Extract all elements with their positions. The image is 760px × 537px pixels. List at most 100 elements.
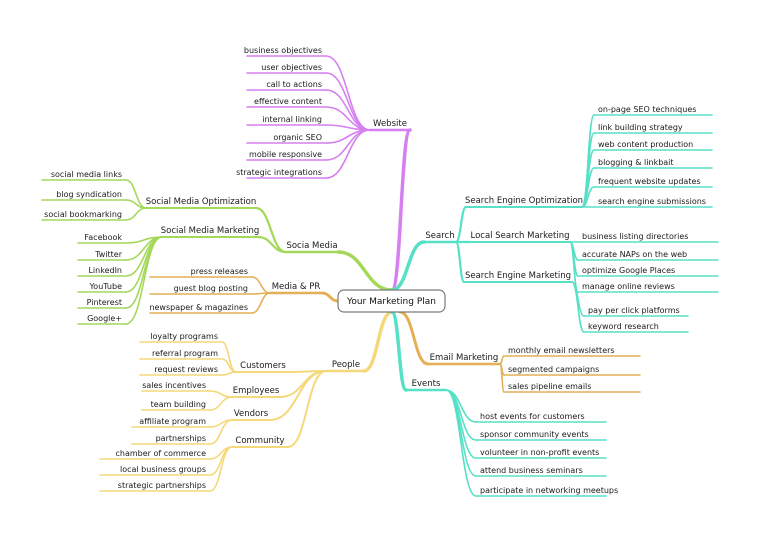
sub-search-engine-marketing: Search Engine Marketing (465, 271, 571, 281)
sub-social-media-optimization: Social Media Optimization (146, 197, 257, 207)
search-sem-connector (454, 240, 466, 284)
leaf-link-building-strategy: link building strategy (598, 123, 683, 132)
leaf-linkedin: LinkedIn (88, 266, 122, 275)
leaf-segmented-campaigns: segmented campaigns (508, 365, 599, 374)
trunk-email (398, 310, 430, 366)
leaf-blog-syndication: blog syndication (56, 190, 122, 199)
trunk-website (390, 128, 412, 292)
people-employees-connector (209, 396, 233, 411)
leaf-internal-linking: internal linking (262, 115, 322, 124)
leaf-web-content-production: web content production (598, 140, 693, 149)
trunk-people (362, 310, 394, 373)
leaf-twitter: Twitter (94, 250, 123, 259)
leaf-call-to-actions: call to actions (266, 80, 322, 89)
leaf-strategic-partnerships: strategic partnerships (118, 481, 206, 490)
people-community-connector (287, 370, 327, 448)
leaf-on-page-seo-techniques: on-page SEO techniques (598, 105, 696, 114)
branch-social-media: Socia Media (286, 241, 337, 251)
branch-people: People (332, 360, 360, 370)
events-connector (445, 389, 477, 477)
leaf-manage-online-reviews: manage online reviews (582, 282, 675, 291)
social-optimization-connector (125, 207, 147, 221)
website-connector (325, 72, 371, 131)
leaf-social-bookmarking: social bookmarking (44, 210, 122, 219)
people-vendors-connector (269, 370, 327, 421)
search-seo-connector (454, 205, 468, 244)
branch-events: Events (412, 379, 441, 389)
social-optimization-connector (254, 206, 288, 254)
leaf-participate-in-networking-meetups: participate in networking meetups (480, 486, 618, 495)
branch-email-marketing: Email Marketing (430, 353, 499, 363)
leaf-sales-incentives: sales incentives (142, 381, 206, 390)
people-customers-connector (221, 341, 237, 373)
leaf-facebook: Facebook (84, 233, 122, 242)
people-vendors-connector (209, 419, 233, 445)
leaf-search-engine-submissions: search engine submissions (598, 197, 706, 206)
leaf-blogging-and-linkbait: blogging & linkbait (598, 158, 674, 167)
leaf-social-media-links: social media links (51, 170, 122, 179)
leaf-business-listing-directories: business listing directories (582, 232, 688, 241)
leaf-optimize-google-places: optimize Google Places (582, 266, 675, 275)
email-connector (499, 363, 505, 393)
website-connector (325, 129, 371, 179)
leaf-mobile-responsive: mobile responsive (249, 150, 322, 159)
sub-customers: Customers (240, 361, 286, 371)
leaf-strategic-integrations: strategic integrations (236, 168, 322, 177)
leaf-youtube: YouTube (88, 282, 122, 291)
leaf-pinterest: Pinterest (87, 298, 122, 307)
sub-community: Community (235, 436, 284, 446)
email-connector (499, 355, 505, 365)
leaf-chamber-of-commerce: chamber of commerce (116, 449, 207, 458)
branch-website: Website (373, 119, 407, 129)
sub-employees: Employees (233, 386, 280, 396)
leaf-loyalty-programs: loyalty programs (150, 332, 218, 341)
leaf-keyword-research: keyword research (588, 322, 659, 331)
website-connector (325, 89, 371, 131)
leaf-business-objectives: business objectives (244, 46, 322, 55)
leaf-user-objectives: user objectives (261, 63, 322, 72)
leaf-guest-blog-posting: guest blog posting (174, 284, 248, 293)
leaf-referral-program: referral program (152, 349, 218, 358)
social-marketing-connector (125, 236, 163, 325)
media-pr-connector (251, 292, 271, 314)
leaf-team-building: team building (151, 400, 206, 409)
root-node: Your Marketing Plan (346, 297, 436, 307)
leaf-local-business-groups: local business groups (120, 465, 206, 474)
trunk-search (390, 240, 426, 292)
search-sem-connector (571, 281, 585, 333)
sub-local-search-marketing: Local Search Marketing (471, 231, 570, 241)
branch-media-pr: Media & PR (272, 282, 321, 292)
leaf-request-reviews: request reviews (154, 365, 218, 374)
leaf-monthly-email-newsletters: monthly email newsletters (508, 346, 615, 355)
branch-search: Search (425, 231, 454, 241)
social-marketing-connector (256, 235, 288, 254)
leaf-pay-per-click-platforms: pay per click platforms (588, 306, 680, 315)
leaf-host-events-for-customers: host events for customers (480, 412, 585, 421)
media-pr-connector (251, 276, 271, 294)
trunk-events (390, 310, 408, 392)
people-employees-connector (209, 390, 233, 398)
leaf-affiliate-program: affiliate program (139, 417, 206, 426)
leaf-sponsor-community-events: sponsor community events (480, 430, 589, 439)
leaf-sales-pipeline-emails: sales pipeline emails (508, 382, 591, 391)
leaf-partnerships: partnerships (156, 434, 206, 443)
root-node-box (337, 289, 446, 313)
leaf-effective-content: effective content (254, 97, 322, 106)
leaf-google: Google+ (87, 314, 122, 323)
leaf-newspaper-and-magazines: newspaper & magazines (149, 303, 248, 312)
leaf-attend-business-seminars: attend business seminars (480, 466, 583, 475)
leaf-accurate-naps-on-the-web: accurate NAPs on the web (582, 250, 687, 259)
sub-vendors: Vendors (234, 409, 269, 419)
trunk-social-media (336, 250, 394, 292)
leaf-volunteer-in-non-profit-events: volunteer in non-profit events (480, 448, 599, 457)
trunk-media-pr (320, 291, 340, 303)
events-connector (445, 389, 477, 497)
leaf-frequent-website-updates: frequent website updates (598, 177, 701, 186)
people-community-connector (209, 446, 233, 492)
sub-social-media-marketing: Social Media Marketing (161, 226, 260, 236)
sub-search-engine-optimization: Search Engine Optimization (465, 196, 583, 206)
leaf-organic-seo: organic SEO (273, 133, 322, 142)
people-customers-connector (221, 371, 237, 376)
